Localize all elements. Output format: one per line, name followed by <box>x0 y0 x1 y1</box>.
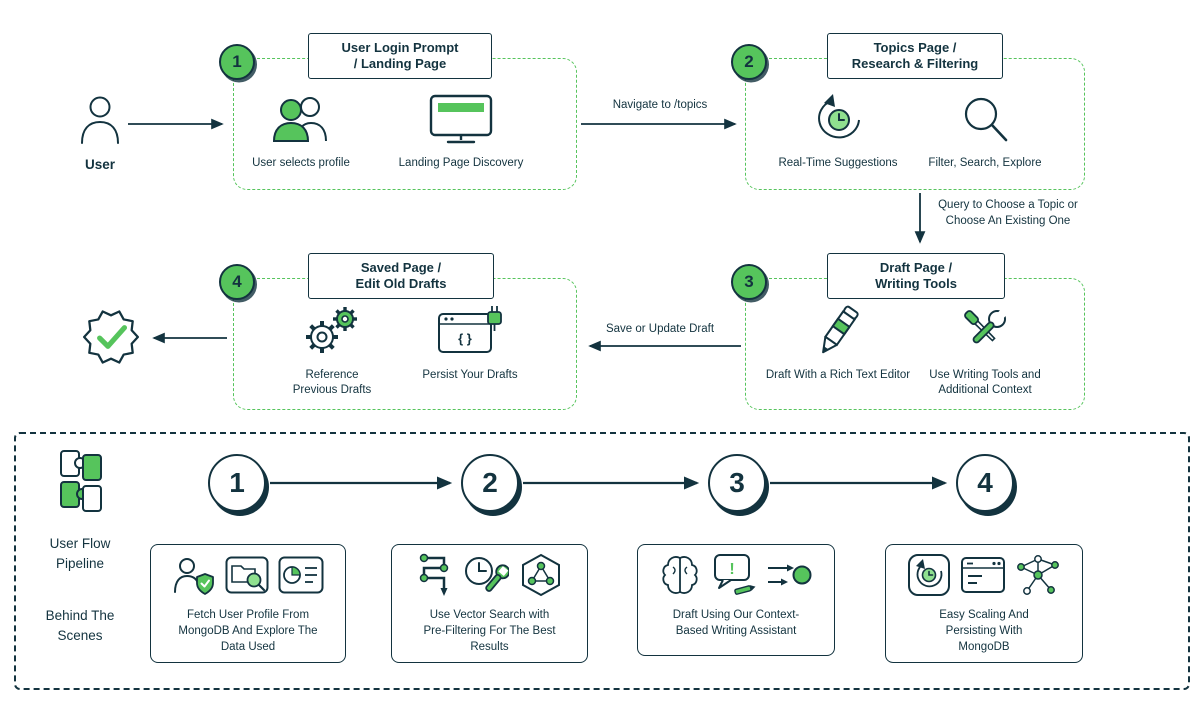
step2-number: 2 <box>731 44 767 80</box>
user-icon <box>77 94 123 151</box>
icon-caption: Use Writing Tools and Additional Context <box>929 369 1041 396</box>
step4-title: Saved Page / Edit Old Drafts <box>308 253 494 299</box>
gears-icon <box>300 302 364 360</box>
pipeline-card-2-caption: Use Vector Search with Pre-Filtering For… <box>423 609 556 653</box>
brain-icon <box>660 553 700 602</box>
network-graph-icon <box>1015 553 1061 602</box>
check-badge-icon <box>80 306 142 373</box>
persist-icon: { } <box>437 302 503 360</box>
pipeline-icon <box>416 553 452 602</box>
step2-title: Topics Page / Research & Filtering <box>827 33 1003 79</box>
pipeline-label: User Flow Pipeline <box>49 536 111 572</box>
realtime-suggestions-icon <box>809 90 867 148</box>
scaling-clock-icon <box>907 553 951 602</box>
arrow-target-icon <box>766 553 812 602</box>
icon-caption: Real-Time Suggestions <box>778 157 898 169</box>
connector-label-topics: Navigate to /topics <box>612 99 708 111</box>
step1-title: User Login Prompt / Landing Page <box>308 33 492 79</box>
icon-caption: Filter, Search, Explore <box>928 157 1042 169</box>
pencil-icon <box>810 302 866 360</box>
pipeline-card-3-icons: ! <box>660 553 812 601</box>
pipeline-card-3-caption: Draft Using Our Context-Based Writing As… <box>672 609 800 637</box>
svg-text:!: ! <box>729 561 734 578</box>
user-label: User <box>84 157 116 172</box>
step4-number: 4 <box>219 264 255 300</box>
icon-caption: User selects profile <box>252 157 350 169</box>
pipeline-card-2: Use Vector Search with Pre-Filtering For… <box>391 544 588 663</box>
step3-item-editor: Draft With a Rich Text Editor <box>763 302 913 383</box>
pipeline-step4-number: 4 <box>956 454 1014 512</box>
monitor-icon <box>428 90 494 148</box>
pipeline-step1-number: 1 <box>208 454 266 512</box>
icon-caption: Persist Your Drafts <box>422 369 518 381</box>
step2-item-search: Filter, Search, Explore <box>910 90 1060 171</box>
user-shield-icon <box>172 555 216 600</box>
pipeline-step2-number: 2 <box>461 454 519 512</box>
step4-item-persist: { } Persist Your Drafts <box>395 302 545 383</box>
step2-item-suggestions: Real-Time Suggestions <box>763 90 913 171</box>
step4-item-reference: Reference Previous Drafts <box>257 302 407 398</box>
pipeline-card-4-icons <box>907 553 1061 601</box>
clock-wrench-icon <box>461 553 510 602</box>
pipeline-card-1-icons <box>172 553 324 601</box>
svg-text:{ }: { } <box>458 331 472 346</box>
step3-title: Draft Page / Writing Tools <box>827 253 1005 299</box>
icon-caption: Draft With a Rich Text Editor <box>765 369 911 381</box>
pipeline-card-1-caption: Fetch User Profile From MongoDB And Expl… <box>178 609 318 653</box>
connector-label-query: Query to Choose a Topic or Choose An Exi… <box>938 199 1078 227</box>
step1-number: 1 <box>219 44 255 80</box>
terminal-icon <box>960 556 1006 599</box>
pipeline-card-4: Easy Scaling And Persisting With MongoDB <box>885 544 1083 663</box>
puzzle-icon <box>56 446 106 521</box>
step1-item-landing: Landing Page Discovery <box>386 90 536 171</box>
pipeline-card-4-caption: Easy Scaling And Persisting With MongoDB <box>939 609 1029 653</box>
behind-the-scenes-label: Behind The Scenes <box>45 608 115 644</box>
search-icon <box>959 90 1011 148</box>
vector-cluster-icon <box>518 553 564 602</box>
step3-item-tools: Use Writing Tools and Additional Context <box>910 302 1060 398</box>
icon-caption: Reference Previous Drafts <box>292 369 372 396</box>
connector-label-save: Save or Update Draft <box>605 323 715 335</box>
pipeline-card-3: ! Draft Using Our Context-Based Writing <box>637 544 835 656</box>
tools-icon <box>956 302 1014 360</box>
step1-item-profile: User selects profile <box>226 90 376 171</box>
pipeline-card-1: Fetch User Profile From MongoDB And Expl… <box>150 544 346 663</box>
pipeline-box <box>14 432 1190 690</box>
user-actor: User <box>72 94 128 172</box>
pipeline-card-2-icons <box>416 553 564 601</box>
step3-number: 3 <box>731 264 767 300</box>
pipeline-step3-number: 3 <box>708 454 766 512</box>
user-select-icon <box>270 90 332 148</box>
icon-caption: Landing Page Discovery <box>398 157 524 169</box>
assistant-chat-icon: ! <box>709 553 757 602</box>
folder-search-icon <box>225 556 269 599</box>
chart-card-icon <box>278 556 324 599</box>
